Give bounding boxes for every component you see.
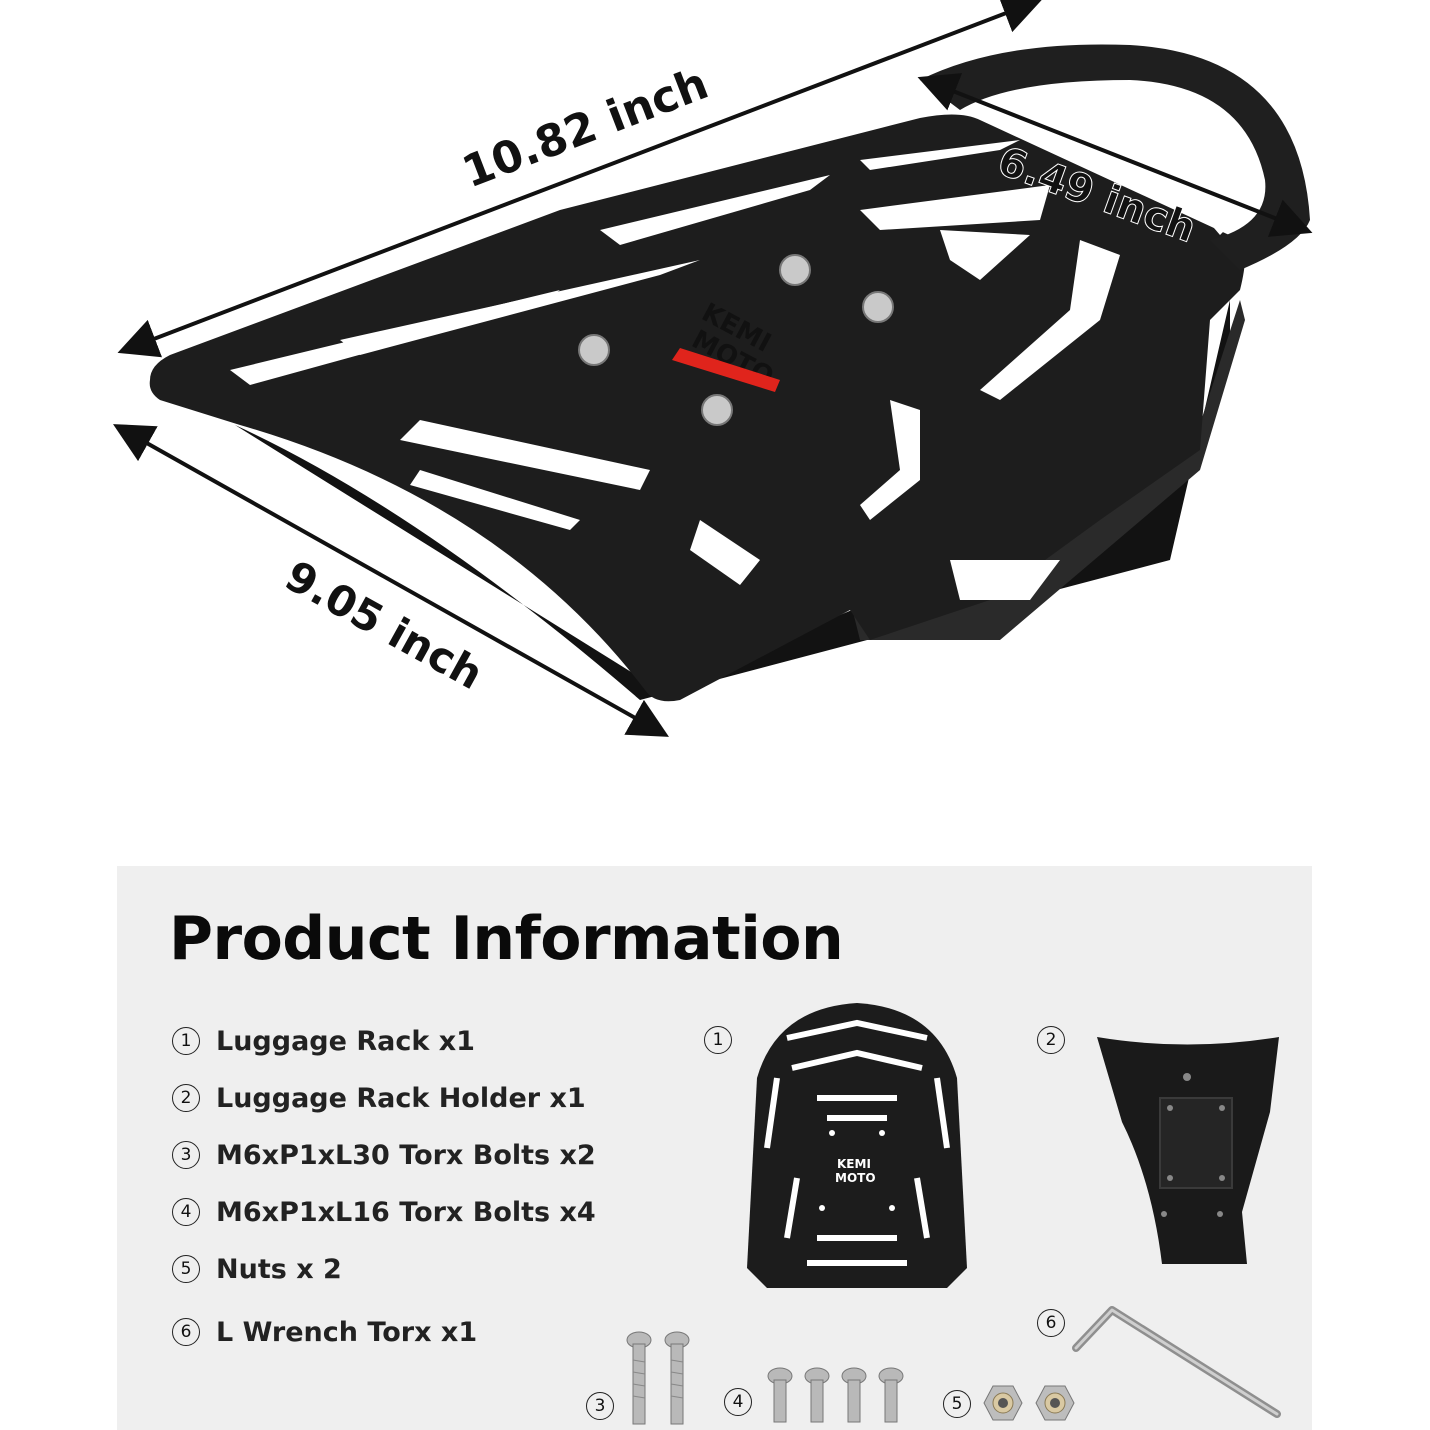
- number-badge: 6: [172, 1318, 200, 1346]
- part-label: Nuts x 2: [216, 1253, 342, 1285]
- part-list-item: 1 Luggage Rack x1: [172, 1023, 475, 1059]
- l-wrench-torx-image: [1072, 1306, 1281, 1418]
- thumbnail-logo-line2: MOTO: [835, 1171, 876, 1185]
- rack-holder-thumbnail: [1097, 1037, 1279, 1264]
- dimension-label-length: 10.82 inch: [456, 58, 715, 198]
- luggage-rack-illustration: KEMI MOTO 10.82 inch 6.49 inch 9.05 inch: [113, 0, 1313, 737]
- dimension-label-width: 9.05 inch: [277, 551, 491, 699]
- part-list-item: 2 Luggage Rack Holder x1: [172, 1080, 586, 1116]
- product-hero: KEMI MOTO 10.82 inch 6.49 inch 9.05 inch: [113, 0, 1313, 737]
- part-label: M6xP1xL30 Torx Bolts x2: [216, 1139, 596, 1171]
- number-badge: 5: [172, 1255, 200, 1283]
- part-list-item: 4 M6xP1xL16 Torx Bolts x4: [172, 1194, 596, 1230]
- part-label: Luggage Rack Holder x1: [216, 1082, 586, 1114]
- number-badge: 2: [1037, 1026, 1065, 1054]
- short-torx-bolts-image: [767, 1367, 904, 1423]
- number-badge: 1: [172, 1027, 200, 1055]
- part-label: L Wrench Torx x1: [216, 1316, 478, 1348]
- product-information-title: Product Information: [169, 904, 844, 974]
- part-list-item: 5 Nuts x 2: [172, 1251, 342, 1287]
- number-badge: 2: [172, 1084, 200, 1112]
- number-badge: 1: [704, 1026, 732, 1054]
- long-torx-bolts-image: [626, 1331, 690, 1425]
- red-accent-stripe: [672, 348, 780, 392]
- lock-nuts-image: [983, 1385, 1075, 1421]
- dimension-arrow-width: [113, 424, 669, 737]
- number-badge: 3: [172, 1141, 200, 1169]
- dimension-arrow-length: [117, 0, 1043, 358]
- number-badge: 4: [724, 1388, 752, 1416]
- number-badge: 4: [172, 1198, 200, 1226]
- number-badge: 3: [586, 1392, 614, 1420]
- thumbnail-logo-line1: KEMI: [837, 1157, 871, 1171]
- luggage-rack-thumbnail: KEMI MOTO: [747, 1003, 967, 1288]
- product-information-panel: Product Information 1 Luggage Rack x1 2 …: [117, 866, 1312, 1430]
- part-label: Luggage Rack x1: [216, 1025, 475, 1057]
- number-badge: 6: [1037, 1309, 1065, 1337]
- part-label: M6xP1xL16 Torx Bolts x4: [216, 1196, 596, 1228]
- part-list-item: 6 L Wrench Torx x1: [172, 1314, 477, 1350]
- dimension-arrow-depth: [917, 73, 1313, 237]
- part-list-item: 3 M6xP1xL30 Torx Bolts x2: [172, 1137, 596, 1173]
- number-badge: 5: [943, 1390, 971, 1418]
